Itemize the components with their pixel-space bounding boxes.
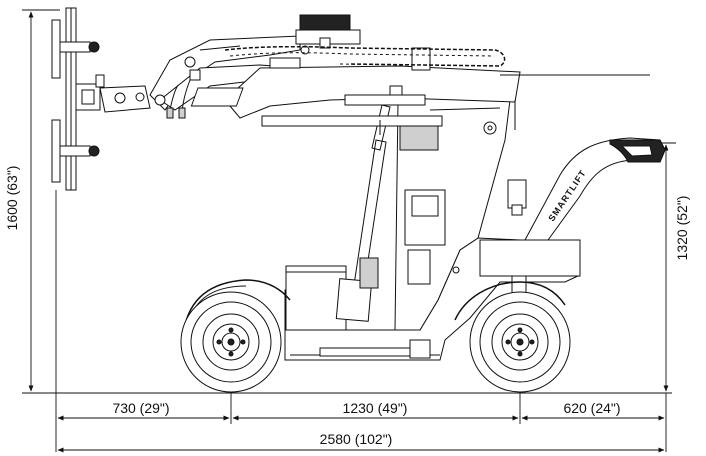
steering-handle: SMARTLIFT bbox=[507, 137, 666, 241]
height-total-label: 1600 (63") bbox=[4, 166, 20, 231]
dimension-lines bbox=[22, 9, 676, 453]
cable-chain bbox=[224, 45, 506, 67]
chassis bbox=[284, 237, 581, 361]
rear-fender bbox=[454, 281, 566, 321]
vacuum-head bbox=[51, 7, 151, 191]
front-overhang-label: 730 (29") bbox=[112, 400, 169, 416]
hoses bbox=[166, 79, 191, 119]
hydraulic-cylinder bbox=[335, 104, 391, 322]
front-wheel bbox=[180, 291, 282, 393]
height-handle-label: 1320 (52") bbox=[674, 196, 690, 261]
boom-arm bbox=[149, 14, 650, 135]
rear-wheel bbox=[469, 291, 571, 393]
wheelbase-label: 1230 (49") bbox=[343, 400, 408, 416]
total-length-label: 2580 (102") bbox=[320, 431, 393, 447]
front-fender bbox=[183, 279, 291, 331]
rear-overhang-label: 620 (24") bbox=[563, 400, 620, 416]
